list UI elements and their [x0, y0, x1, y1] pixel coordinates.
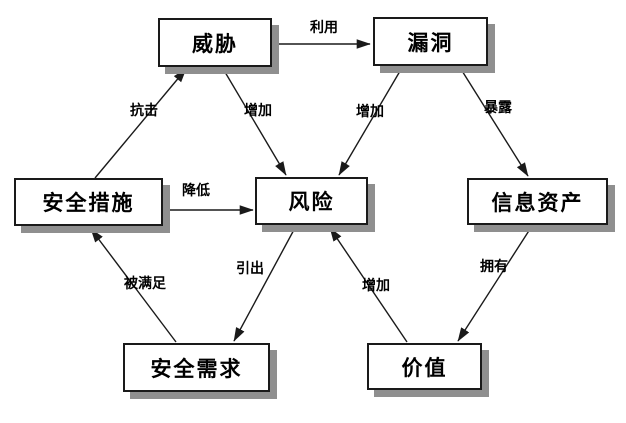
node-value-label: 价值	[401, 355, 448, 380]
edge-label-expose: 暴露	[484, 100, 512, 116]
edge-label-own: 拥有	[480, 259, 508, 275]
node-security-requirements: 安全需求	[123, 343, 270, 392]
edge-label-resist: 抗击	[130, 103, 158, 119]
edge-label-increase-c: 增加	[362, 278, 390, 294]
node-threat: 威胁	[158, 18, 272, 67]
edge-label-exploit: 利用	[310, 20, 338, 36]
node-security-measures-label: 安全措施	[42, 191, 135, 215]
edge-satisfied-line	[90, 228, 177, 343]
edge-label-reduce: 降低	[182, 183, 210, 199]
edge-own-line	[457, 225, 533, 342]
edge-label-increase-a: 增加	[244, 103, 272, 119]
node-information-assets: 信息资产	[467, 178, 608, 225]
node-information-assets-label: 信息资产	[491, 190, 584, 215]
edge-increase-a-line	[221, 66, 287, 176]
node-security-requirements-label: 安全需求	[150, 356, 243, 381]
edge-label-leadto: 引出	[236, 261, 264, 277]
node-security-measures: 安全措施	[14, 178, 163, 226]
node-vulnerability-label: 漏洞	[407, 30, 454, 55]
node-threat-label: 威胁	[192, 31, 238, 56]
edge-leadto-line	[233, 225, 297, 342]
edge-label-increase-b: 增加	[356, 104, 384, 120]
node-vulnerability: 漏洞	[373, 17, 488, 66]
node-risk-label: 风险	[288, 190, 335, 214]
node-value: 价值	[367, 343, 482, 390]
node-risk: 风险	[255, 177, 368, 225]
edge-resist-line	[94, 68, 187, 179]
edge-increase-c-line	[329, 227, 408, 343]
edge-label-satisfied: 被满足	[124, 276, 166, 292]
edge-increase-b-line	[338, 65, 404, 176]
edge-expose-line	[458, 65, 529, 177]
